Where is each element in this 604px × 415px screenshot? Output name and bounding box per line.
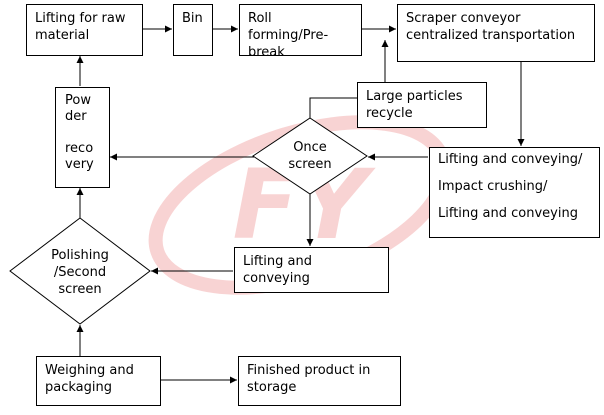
node-bin: Bin	[173, 4, 213, 56]
node-lifting-and-conveying: Lifting and conveying	[234, 247, 389, 293]
node-roll-forming: Roll forming/Pre- break	[239, 4, 362, 60]
node-large-particles-recycle: Large particles recycle	[357, 82, 487, 128]
polishing-diamond	[9, 217, 151, 325]
node-finished-product-storage: Finished product in storage	[238, 356, 401, 406]
once-screen-label: Once screen	[288, 140, 332, 172]
node-powder-recovery: Pow der reco very	[55, 87, 110, 188]
node-impact-crushing: Lifting and conveying/ Impact crushing/ …	[429, 147, 600, 238]
node-scraper-conveyor: Scraper conveyor centralized transportat…	[397, 4, 595, 62]
polishing-second-screen-label: Polishing /Second screen	[51, 247, 109, 297]
node-weighing-packaging: Weighing and packaging	[36, 356, 161, 406]
line-screen-to-recycle	[309, 97, 357, 118]
node-lifting-raw-material: Lifting for raw material	[26, 4, 143, 56]
